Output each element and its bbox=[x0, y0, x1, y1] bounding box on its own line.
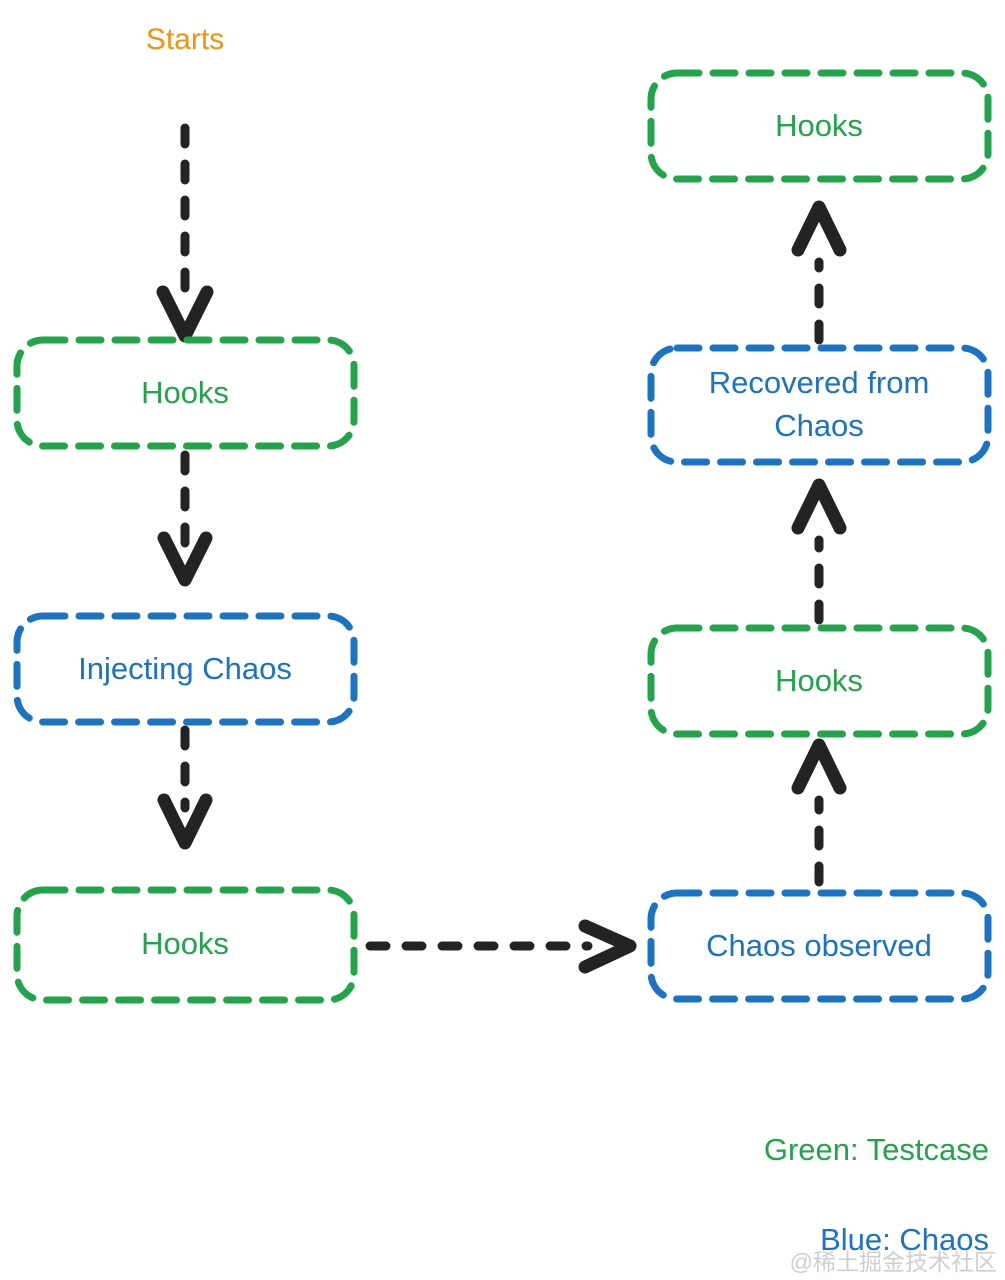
node-label: Hooks bbox=[141, 375, 229, 410]
node-injecting-chaos[interactable]: Injecting Chaos bbox=[13, 612, 358, 726]
node-right-hooks-2[interactable]: Hooks bbox=[647, 69, 992, 183]
edge-hooks3-to-recovered bbox=[791, 478, 847, 625]
node-border bbox=[647, 69, 992, 183]
node-left-hooks-2[interactable]: Hooks bbox=[13, 886, 358, 1004]
edge-observed-to-hooks3 bbox=[791, 738, 847, 887]
node-border bbox=[647, 889, 992, 1003]
node-label: Injecting Chaos bbox=[78, 651, 292, 686]
watermark-label: @稀土掘金技术社区 bbox=[790, 1249, 997, 1275]
start-label: Starts bbox=[146, 23, 224, 56]
node-label: Hooks bbox=[141, 926, 229, 961]
node-border bbox=[13, 886, 358, 1004]
node-chaos-observed[interactable]: Chaos observed bbox=[647, 889, 992, 1003]
node-right-hooks-1[interactable]: Hooks bbox=[647, 624, 992, 738]
legend-green-testcase: Green: Testcase bbox=[764, 1132, 989, 1167]
node-left-hooks-1[interactable]: Hooks bbox=[13, 336, 358, 450]
node-label-line-2: Chaos bbox=[774, 408, 864, 443]
node-border bbox=[13, 612, 358, 726]
node-border bbox=[647, 624, 992, 738]
node-border bbox=[13, 336, 358, 450]
edge-hooks1-to-injecting bbox=[157, 450, 213, 587]
node-label: Chaos observed bbox=[706, 928, 932, 963]
edge-start-to-hooks1 bbox=[156, 123, 214, 343]
node-border bbox=[647, 344, 992, 466]
edge-injecting-to-hooks2 bbox=[157, 725, 213, 850]
legend-blue-chaos: Blue: Chaos bbox=[820, 1222, 989, 1257]
node-recovered-from-chaos[interactable]: Recovered from Chaos bbox=[647, 344, 992, 466]
edge-recovered-to-hooks4 bbox=[791, 200, 847, 345]
node-label: Hooks bbox=[775, 108, 863, 143]
node-label: Hooks bbox=[775, 663, 863, 698]
edge-hooks2-to-observed bbox=[365, 919, 637, 974]
node-label-line-1: Recovered from bbox=[709, 365, 930, 400]
